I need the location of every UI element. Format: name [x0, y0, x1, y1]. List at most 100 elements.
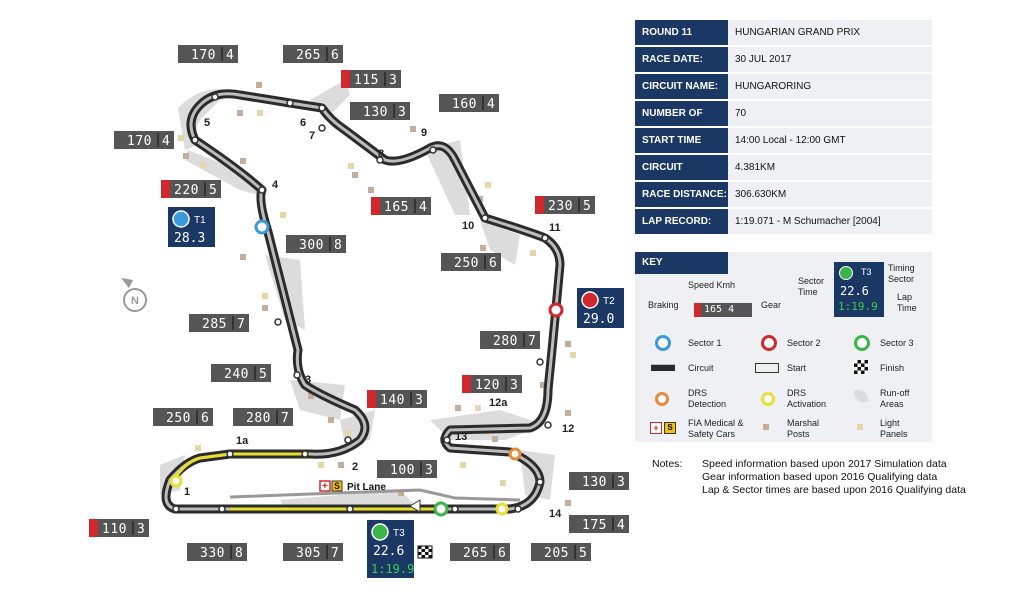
braking-indicator [161, 180, 171, 198]
sector2-marker [548, 302, 564, 318]
svg-text:28.3: 28.3 [174, 231, 205, 246]
light-panel-icon [857, 424, 863, 430]
gear-value: 7 [528, 334, 536, 349]
key-sample-sector-time: 22.6 [840, 284, 869, 298]
corner-number: 11 [549, 222, 561, 234]
speed-box-bg [386, 460, 437, 478]
key-timing-sector: Timing Sector [888, 263, 915, 284]
key-marshal: Marshal Posts [787, 418, 820, 439]
speed-box-divider [574, 545, 576, 559]
key-sample-speed: 165 [704, 304, 723, 315]
key-drs-activation: DRS Activation [787, 388, 827, 409]
braking-indicator [535, 196, 545, 214]
info-row: RACE DISTANCE:306.630KM [635, 182, 932, 207]
speed-box-bg [376, 390, 427, 408]
speed-value: 130 [363, 105, 388, 120]
svg-text:29.0: 29.0 [583, 312, 614, 327]
trackside-markers [178, 78, 576, 506]
speed-box-bg [242, 408, 293, 426]
info-row: CIRCUIT NAME:HUNGARORING [635, 74, 932, 99]
key-panel: KEY Speed Kmh Braking Gear 165 4 Sector … [635, 252, 932, 442]
key-lap-time: Lap Time [897, 292, 917, 313]
gear-value: 5 [583, 199, 591, 214]
speed-box-bg [544, 196, 595, 214]
speed-box-edge [178, 45, 188, 63]
gear-value: 8 [334, 238, 342, 253]
speed-value: 280 [246, 411, 271, 426]
speed-box-edge [211, 364, 221, 382]
drs-activation-marker-1 [169, 474, 183, 488]
speed-box-edge [441, 253, 451, 271]
speed-box-edge [377, 460, 387, 478]
sector-t1-box: T1 28.3 [168, 207, 215, 247]
speed-box-bg [162, 408, 213, 426]
speed-value: 160 [452, 97, 477, 112]
key-speed-sample: 165 4 [694, 303, 752, 317]
speed-value: 250 [166, 411, 191, 426]
speed-value: 305 [296, 546, 321, 561]
key-finish: Finish [880, 363, 905, 373]
corner-number: 14 [549, 508, 562, 520]
circuit-track [161, 89, 565, 514]
speed-box-bg [471, 375, 522, 393]
corner-number: 1a [236, 435, 249, 447]
sector-t2-box: T2 29.0 [577, 288, 624, 328]
braking-indicator [462, 375, 472, 393]
gear-value: 3 [398, 105, 406, 120]
note-line: Gear information based upon 2016 Qualify… [702, 471, 938, 483]
corner-number: 10 [462, 220, 474, 232]
finish-icon [854, 360, 868, 374]
info-label: NUMBER OF LAPS: [635, 101, 728, 144]
gear-value: 4 [487, 97, 495, 112]
svg-text:22.6: 22.6 [373, 544, 404, 559]
pit-lane-label: + S Pit Lane [319, 480, 386, 493]
speed-box-bg [292, 543, 343, 561]
info-value: 30 JUL 2017 [735, 54, 792, 65]
corner-number: 1 [184, 486, 190, 498]
info-label: START TIME [635, 128, 728, 153]
speed-value: 230 [548, 199, 573, 214]
speed-box-divider [410, 392, 412, 406]
speed-value: 265 [463, 546, 488, 561]
key-light-panels: Light Panels [880, 418, 908, 439]
drs-activation-icon [761, 392, 775, 406]
speed-value: 140 [380, 393, 405, 408]
corner-number: 9 [421, 127, 427, 139]
corner-number: 2 [352, 461, 358, 473]
speed-box-bg [489, 331, 540, 349]
gear-value: 5 [259, 367, 267, 382]
gear-value: 7 [237, 317, 245, 332]
speed-value: 265 [296, 48, 321, 63]
mercedes-logo-icon [172, 210, 190, 228]
corner-number: 7 [309, 130, 315, 142]
speed-box-bg [459, 543, 510, 561]
gear-value: 4 [419, 200, 427, 215]
speed-box-divider [204, 182, 206, 196]
speed-box-divider [505, 377, 507, 391]
speed-box-divider [578, 198, 580, 212]
gear-value: 7 [281, 411, 289, 426]
speed-value: 250 [454, 256, 479, 271]
speed-box-bg [123, 131, 174, 149]
key-sector-sample: T3 22.6 1:19.9 [834, 262, 884, 317]
braking-indicator [341, 70, 351, 88]
sector1-icon [655, 335, 671, 351]
speed-box-divider [196, 410, 198, 424]
corner-number: 12a [489, 397, 508, 409]
speed-box-divider [276, 410, 278, 424]
gear-value: 6 [201, 411, 209, 426]
speed-box: 305 7 [283, 543, 343, 561]
info-row: NUMBER OF LAPS:70 [635, 101, 932, 144]
braking-indicator [89, 519, 99, 537]
gear-value: 7 [331, 546, 339, 561]
speed-box-edge [283, 543, 293, 561]
speed-box-divider [482, 96, 484, 110]
key-speed-kmh: Speed Kmh [688, 280, 736, 290]
